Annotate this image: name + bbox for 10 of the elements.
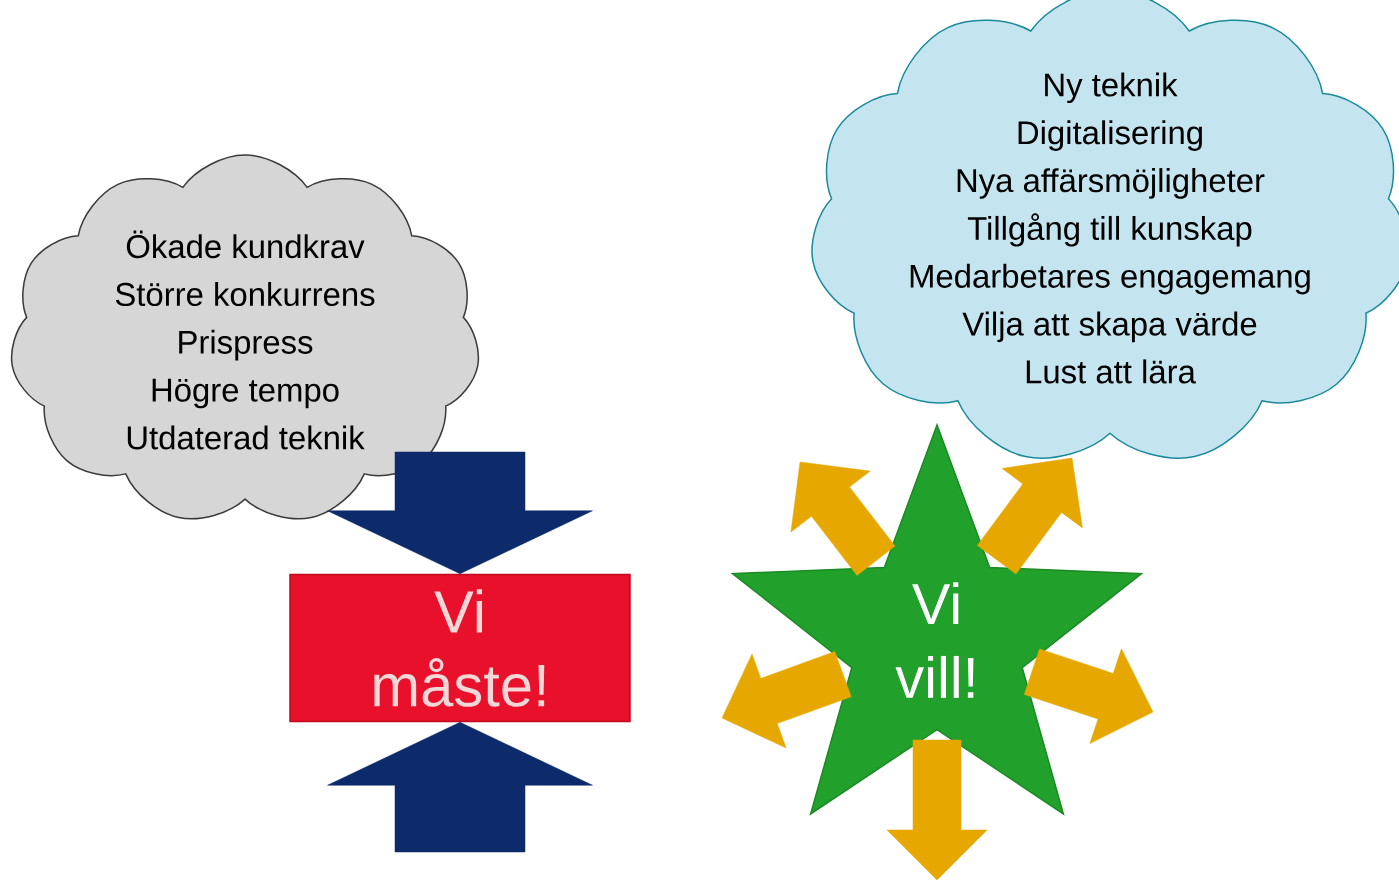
block-arrow [327,722,593,853]
block-arrow [977,457,1083,575]
text-box: Vi måste! [289,573,631,723]
thought-cloud: Ny teknik Digitalisering Nya affärsmöjligheter Tillgång till kunskap Medarbetares engagemang Vilja att skapa värde Lust att lära [811,0,1399,459]
block-arrow [790,461,896,576]
block-arrow [327,451,593,574]
block-arrow [721,651,852,749]
block-arrow [1024,648,1154,744]
thought-cloud: Ökade kundkrav Större konkurrens Prispress Högre tempo Utdaterad teknik [10,154,480,520]
block-arrow [886,739,988,881]
